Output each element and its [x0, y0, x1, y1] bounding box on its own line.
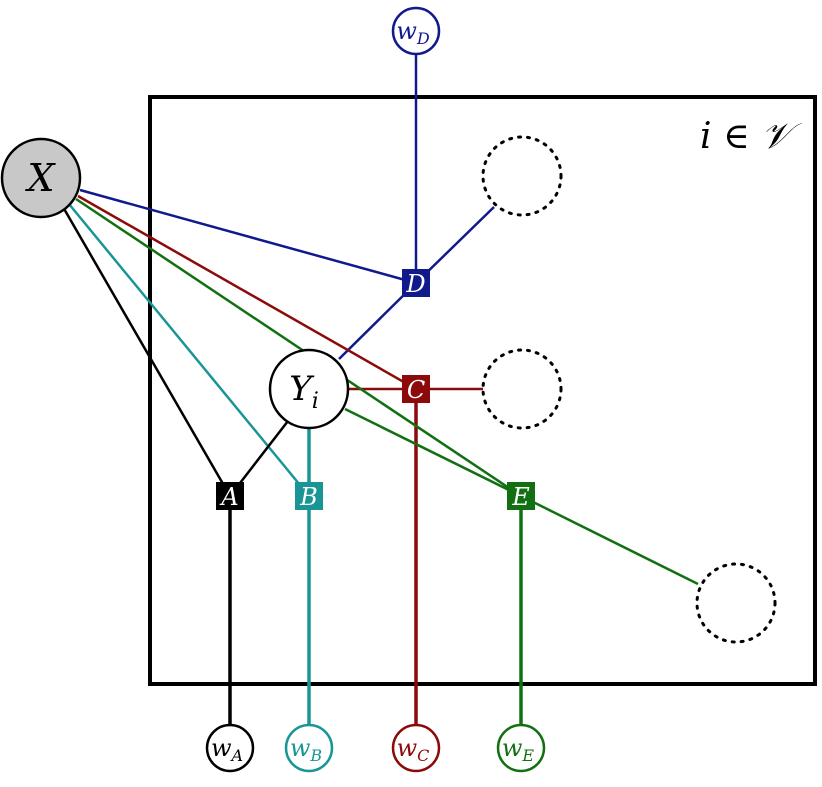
- node-wD: wD: [391, 6, 441, 56]
- node-wB-label: wB: [290, 734, 323, 765]
- node-wC-label: wC: [397, 734, 430, 765]
- node-wE-label: wE: [502, 734, 535, 765]
- edge-X-E: [75, 197, 522, 498]
- factor-C: C: [402, 375, 430, 404]
- factor-B: B: [295, 482, 323, 511]
- neighbor-node-3: [695, 562, 777, 644]
- plate-label: i ∈ 𝒱: [700, 116, 802, 157]
- node-X: [0, 137, 82, 219]
- node-wD-label: wD: [396, 17, 430, 48]
- edge-X-B: [68, 203, 310, 497]
- node-X-label: X: [24, 156, 56, 200]
- plate: [148, 95, 817, 686]
- factor-A: A: [216, 482, 244, 511]
- factor-A-label: A: [219, 483, 238, 511]
- edge-Yi-E: [344, 407, 522, 498]
- factor-D: D: [402, 269, 430, 298]
- edge-X-D: [79, 188, 417, 285]
- factor-E: E: [507, 482, 535, 511]
- node-wA: wA: [205, 723, 255, 773]
- factor-C-label: C: [407, 376, 425, 404]
- edge-X-C: [77, 194, 417, 391]
- node-wA-label: wA: [211, 734, 243, 765]
- node-wC: wC: [391, 723, 441, 773]
- factor-D-label: D: [405, 270, 425, 298]
- factor-B-label: B: [299, 483, 318, 511]
- node-Yi-label: Yi: [289, 369, 319, 414]
- node-wB: wB: [284, 723, 334, 773]
- edge-E-neighbor: [520, 494, 699, 586]
- edge-X-A: [61, 206, 232, 497]
- neighbor-node-1: [481, 135, 563, 217]
- factor-E-label: E: [511, 483, 530, 511]
- node-wE: wE: [496, 723, 546, 773]
- node-Yi: [268, 348, 350, 430]
- neighbor-node-2: [481, 348, 563, 430]
